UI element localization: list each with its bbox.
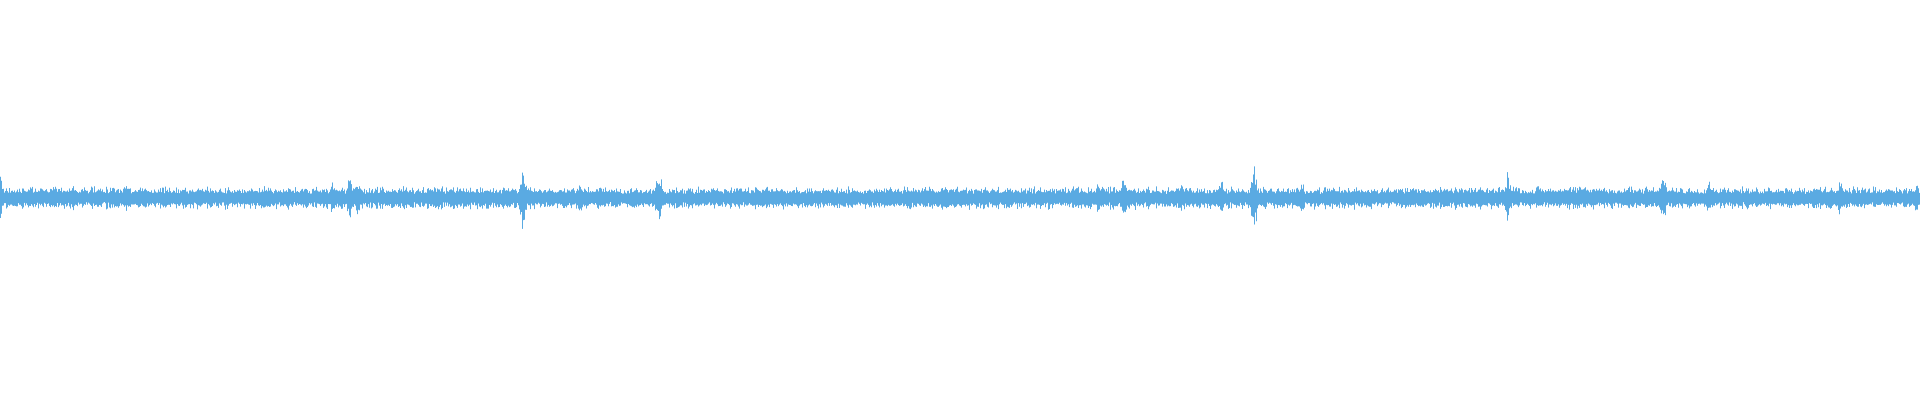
waveform-trace: [0, 166, 1920, 229]
